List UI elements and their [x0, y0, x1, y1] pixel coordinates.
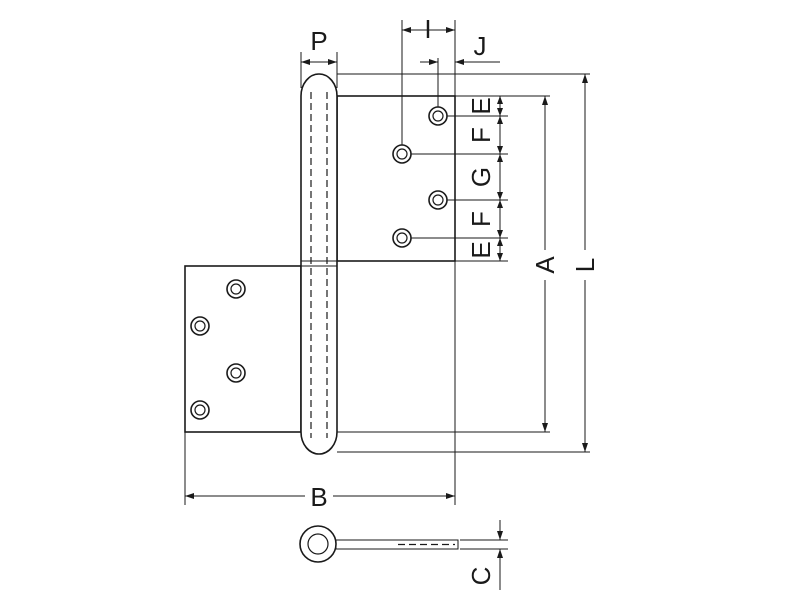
knuckle-barrel — [300, 73, 338, 455]
dimension-p: P — [301, 26, 337, 65]
label-l: L — [570, 258, 600, 272]
hinge-top-view — [299, 525, 459, 563]
dimension-i: I — [402, 14, 455, 44]
dimension-a: A — [530, 96, 560, 432]
barrel-end — [299, 525, 337, 563]
screw-hole — [428, 190, 448, 210]
label-a: A — [530, 256, 560, 274]
dimension-j: J — [420, 31, 500, 65]
screw-hole — [226, 363, 246, 383]
dimension-l: L — [570, 74, 600, 452]
label-e-top: E — [466, 97, 496, 114]
label-g: G — [466, 167, 496, 187]
label-b: B — [310, 482, 327, 512]
screw-hole — [392, 228, 412, 248]
dimension-c: C — [460, 520, 508, 590]
dimension-hole-chain: E F G F E — [466, 96, 503, 261]
label-e-bottom: E — [466, 241, 496, 258]
leaf-edge — [335, 539, 459, 550]
label-j: J — [474, 31, 487, 61]
label-f-bottom: F — [466, 211, 496, 227]
label-c: C — [466, 567, 496, 586]
label-p: P — [310, 26, 327, 56]
extension-lines — [184, 20, 590, 505]
screw-hole — [226, 279, 246, 299]
label-f-top: F — [466, 127, 496, 143]
screw-hole — [428, 106, 448, 126]
screw-hole — [190, 400, 210, 420]
hinge-front-view — [184, 73, 456, 455]
label-i: I — [424, 14, 431, 44]
screw-hole — [190, 316, 210, 336]
pin-end — [307, 533, 329, 555]
dimension-b: B — [185, 482, 455, 512]
screw-hole — [392, 144, 412, 164]
